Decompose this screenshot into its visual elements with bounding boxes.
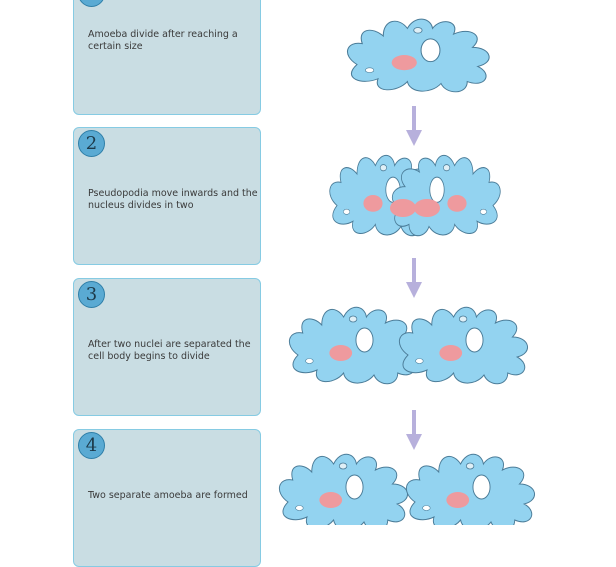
step-number-2: 2 (78, 130, 105, 157)
step-text-4: Two separate amoeba are formed (88, 490, 248, 501)
step-text-1: Amoeba divide after reaching a certain s… (88, 29, 238, 52)
amoeba-stage-1 (346, 18, 490, 93)
amoeba-stage-2 (329, 154, 501, 237)
step-number-4: 4 (78, 432, 105, 459)
step-text-3: After two nuclei are separated the cell … (88, 339, 251, 362)
arrow-down-icon (406, 410, 422, 450)
step-box-1: 1 Amoeba divide after reaching a certain… (73, 0, 261, 115)
step-text-2: Pseudopodia move inwards and the nucleus… (88, 188, 258, 211)
amoeba-illustration (278, 18, 536, 525)
step-box-3: 3 After two nuclei are separated the cel… (73, 278, 261, 416)
arrow-down-icon (406, 258, 422, 298)
amoeba-stage-3 (288, 306, 529, 385)
amoeba-stage-4 (278, 453, 536, 525)
step-box-2: 2 Pseudopodia move inwards and the nucle… (73, 127, 261, 265)
arrow-down-icon (406, 106, 422, 146)
step-number-3: 3 (78, 281, 105, 308)
